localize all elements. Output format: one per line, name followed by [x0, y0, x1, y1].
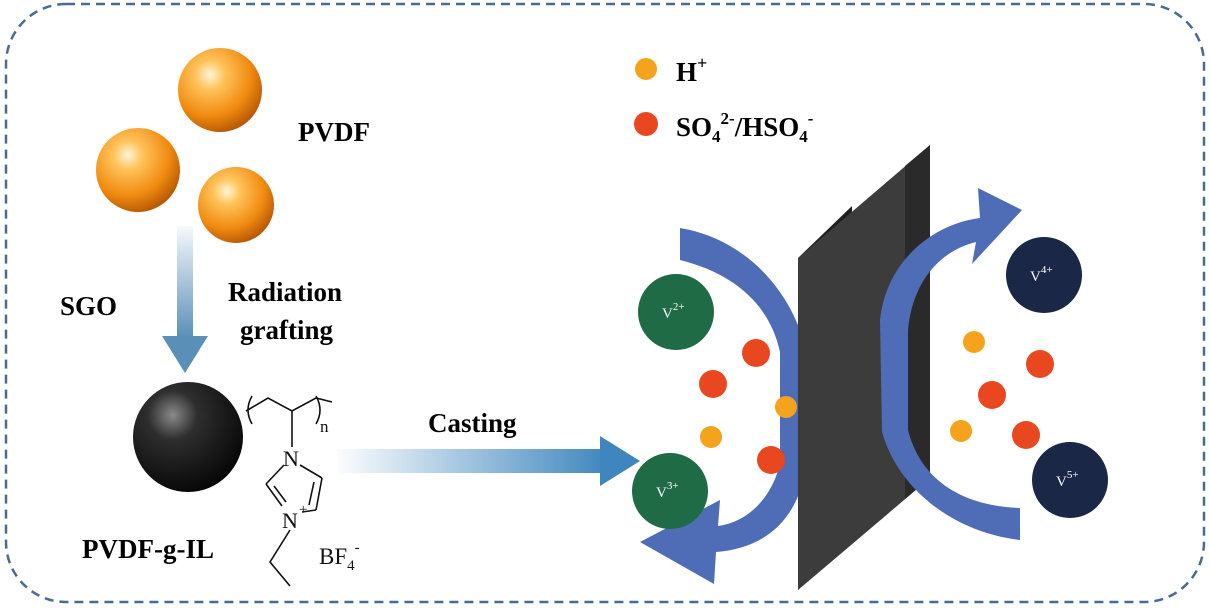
v3-sup: 3+: [667, 480, 679, 492]
v4-main: V: [1030, 269, 1041, 285]
ion-left-orange-2: [700, 426, 722, 448]
v5-sup: 5+: [1067, 469, 1079, 481]
v5-ion: [1032, 442, 1108, 518]
legend-sulfate-label: SO42-/HSO4-: [676, 109, 814, 146]
v3-label: V3+: [656, 480, 679, 501]
legend-sulfate-sup1: 2-: [721, 109, 736, 128]
grafting-label: grafting: [240, 315, 333, 345]
right-flow-arrow: [880, 188, 1022, 540]
ion-left-red-3: [757, 446, 785, 474]
legend-proton-main: H: [676, 57, 697, 87]
v4-sup: 4+: [1041, 264, 1053, 276]
ion-left-red-2: [699, 370, 727, 398]
ring-bond-n3-c2: [265, 483, 283, 507]
pvdf-label: PVDF: [298, 117, 370, 147]
down-arrow-shaft: [177, 226, 193, 338]
ethyl-chain: [269, 529, 291, 587]
ion-right-orange-2: [950, 420, 972, 442]
counterion-charge: -: [355, 540, 360, 556]
v2-sup: 2+: [673, 301, 685, 313]
ion-right-orange-1: [963, 331, 985, 353]
repeat-n: n: [320, 417, 329, 436]
casting-label: Casting: [428, 408, 517, 438]
ring-bond-c2-n1: [265, 464, 285, 485]
ring-bond-c4-n3: [301, 509, 317, 513]
counterion: BF4-: [319, 540, 360, 574]
down-arrow-head: [162, 336, 208, 373]
grafted-bead: [133, 382, 243, 492]
dashed-frame: [4, 2, 1206, 604]
left-flow-arrow: [640, 228, 806, 584]
ring-bond-c5-c4: [315, 477, 323, 511]
ion-left-red-1: [742, 339, 770, 367]
v4-label: V4+: [1030, 264, 1053, 285]
counterion-main: BF: [319, 544, 347, 569]
v3-ion: [632, 453, 708, 529]
ion-left-orange-1: [775, 396, 797, 418]
pvdf-bead-right: [198, 167, 274, 243]
pvdf-bead-left: [96, 128, 180, 212]
v2-main: V: [662, 306, 673, 322]
v4-ion: [1006, 237, 1082, 313]
ring-n3-charge: +: [299, 502, 307, 518]
pvdf-g-il-structure: [245, 395, 333, 587]
legend-sulfate-sub1: 4: [712, 127, 721, 146]
ring-n1: N: [283, 446, 299, 471]
legend-proton-sup: +: [697, 53, 707, 73]
v5-label: V5+: [1056, 469, 1079, 490]
legend-proton-label: H+: [676, 53, 707, 87]
product-label: PVDF-g-IL: [82, 534, 214, 564]
v5-main: V: [1056, 474, 1067, 490]
sgo-label: SGO: [60, 291, 117, 321]
ion-right-red-1: [1026, 350, 1054, 378]
casting-arrow-head: [600, 436, 640, 486]
legend-sulfate-p1: SO: [676, 112, 712, 142]
legend-sulfate-sup2: -: [808, 109, 814, 128]
casting-arrow-shaft: [338, 449, 608, 473]
ring-n3: N: [282, 508, 298, 533]
v2-ion: [638, 274, 714, 350]
ring-bond-n1-c5: [299, 464, 323, 479]
counterion-sub: 4: [347, 558, 355, 574]
legend-proton-dot: [635, 58, 657, 80]
ion-right-red-3: [1012, 421, 1040, 449]
legend-sulfate-p2: /HSO: [734, 112, 800, 142]
legend-sulfate-sub2: 4: [799, 127, 808, 146]
membrane-face: [798, 145, 930, 590]
ring-double-c2-n3: [273, 485, 287, 503]
radiation-label: Radiation: [228, 277, 342, 307]
ion-right-red-2: [978, 381, 1006, 409]
ring-double-c4-c5: [308, 481, 315, 506]
membrane-edge: [905, 145, 930, 499]
v2-label: V2+: [662, 301, 685, 322]
pvdf-bead-top: [178, 48, 262, 132]
legend-sulfate-dot: [634, 112, 658, 136]
v3-main: V: [656, 485, 667, 501]
